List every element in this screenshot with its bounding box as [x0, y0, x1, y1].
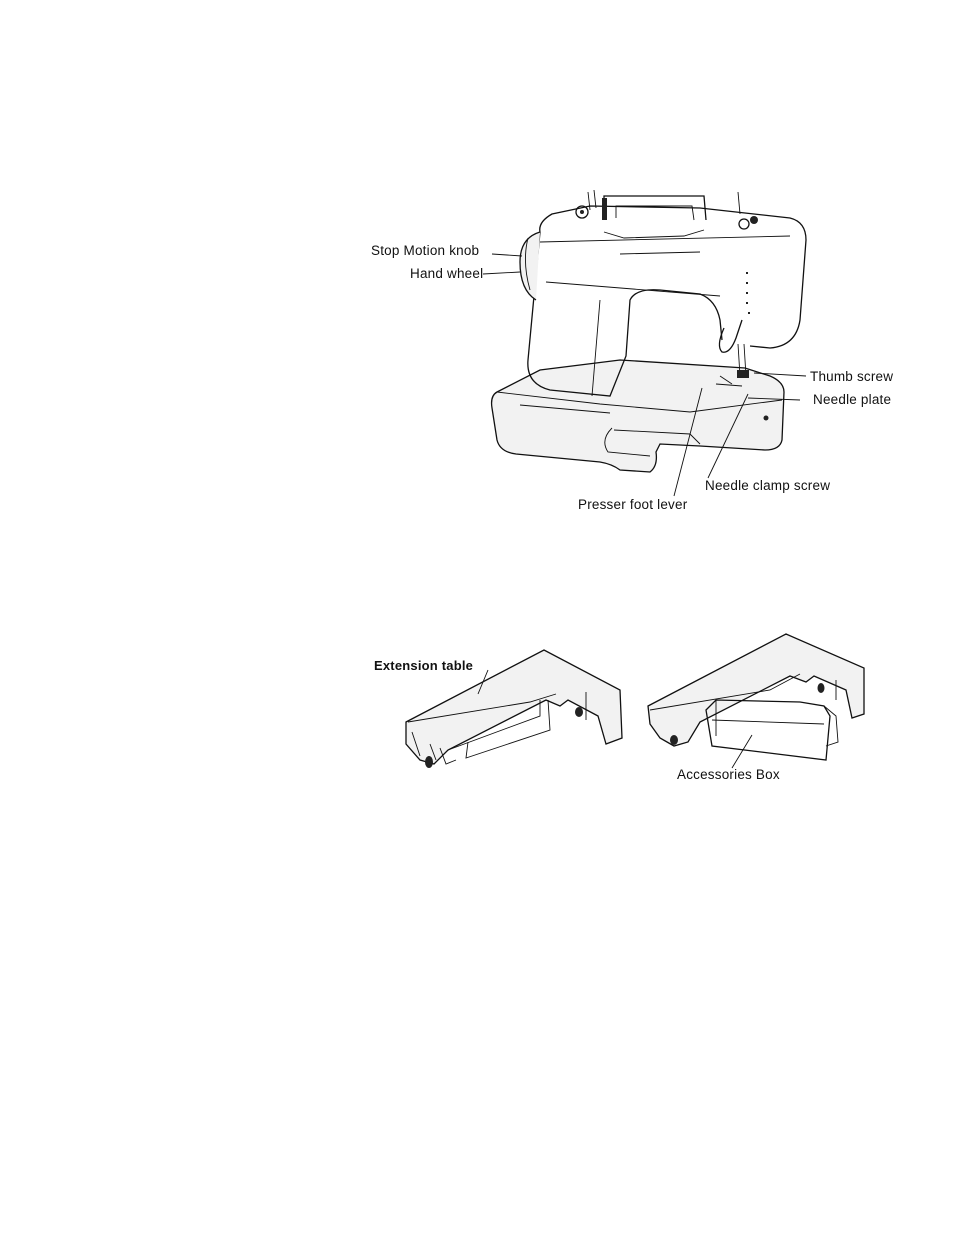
hand-wheel-label: Hand wheel: [410, 267, 483, 281]
sewing-machine-illustration: [483, 190, 806, 496]
extension-table-label: Extension table: [374, 659, 473, 672]
stop-motion-knob-label: Stop Motion knob: [371, 244, 479, 258]
thumb-screw-label: Thumb screw: [810, 370, 893, 384]
needle-plate-label: Needle plate: [813, 393, 891, 407]
accessories-box-illustration: [648, 634, 864, 768]
needle-clamp-screw-label: Needle clamp screw: [705, 479, 830, 493]
accessories-box-label: Accessories Box: [677, 768, 780, 782]
presser-foot-lever-label: Presser foot lever: [578, 498, 687, 512]
